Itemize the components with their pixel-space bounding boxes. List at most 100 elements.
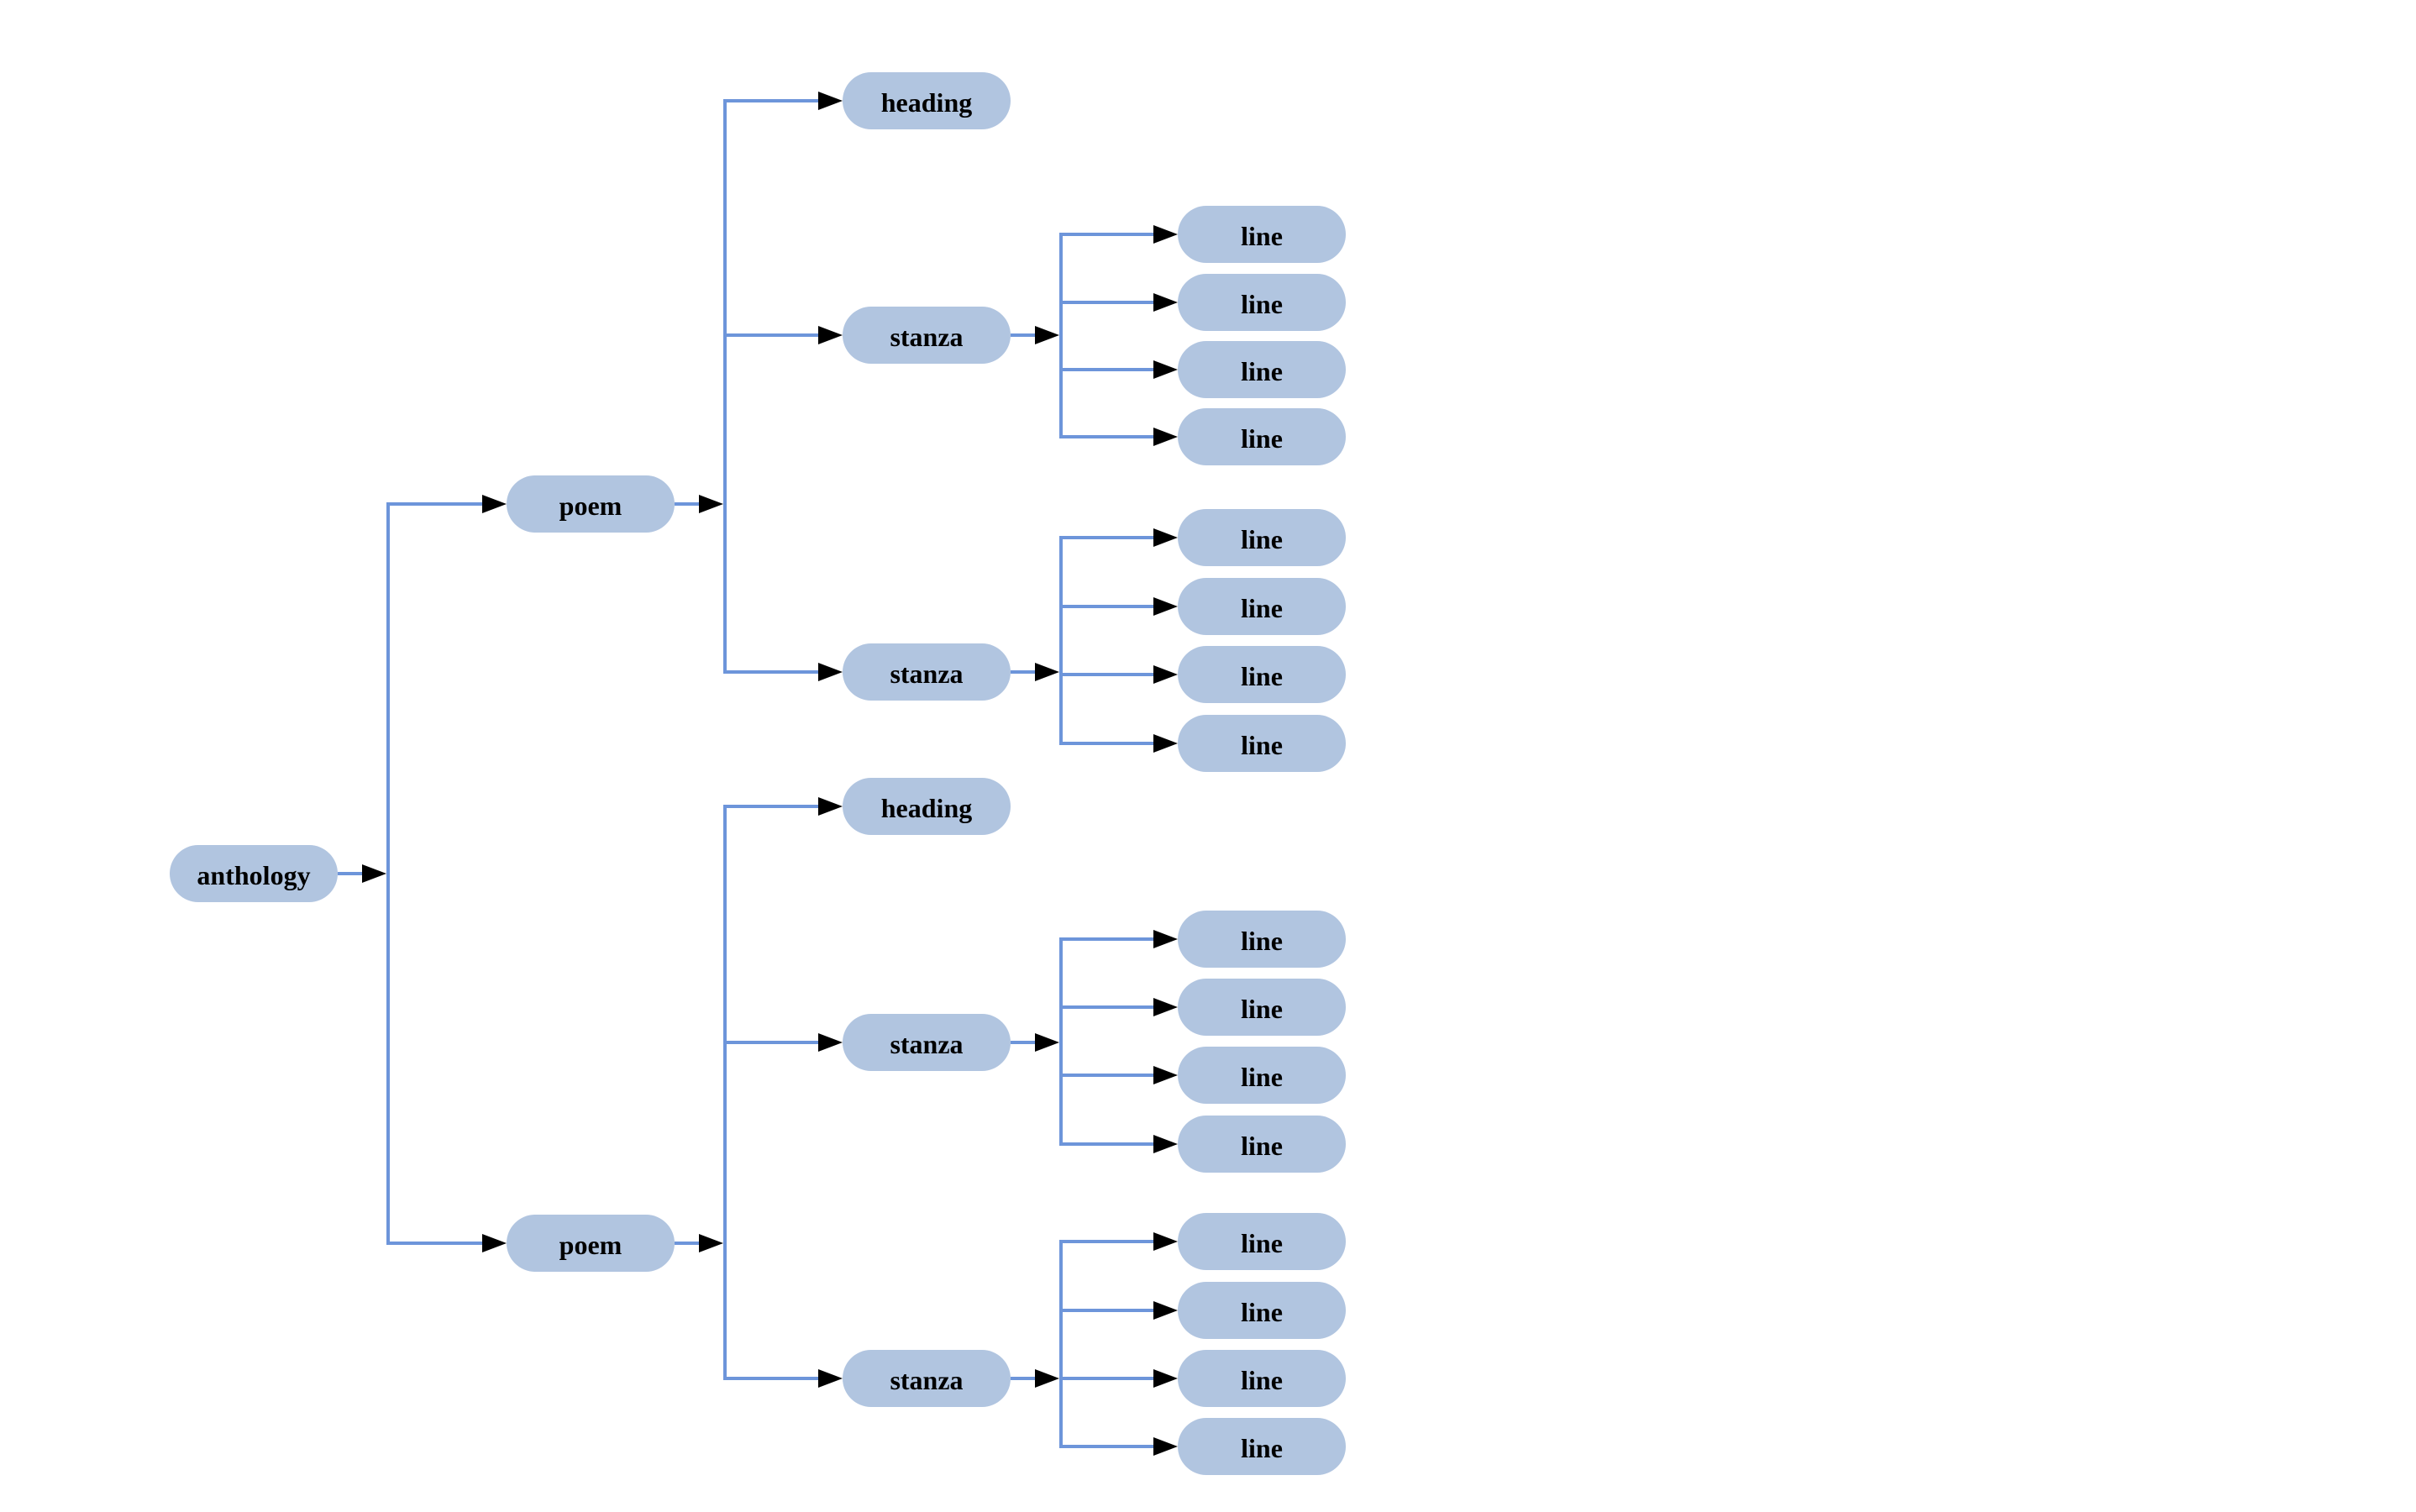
edge-group-stanza-2 xyxy=(1011,528,1178,753)
arrowhead xyxy=(1035,326,1059,344)
arrowhead xyxy=(1035,1033,1059,1052)
node-line-3-1: line xyxy=(1178,911,1346,968)
arrowhead xyxy=(1035,1369,1059,1388)
node-stanza-3: stanza xyxy=(843,1014,1011,1071)
node-shape xyxy=(507,1215,675,1272)
node-shape xyxy=(843,778,1011,835)
node-shape xyxy=(1178,1047,1346,1104)
node-stanza-1: stanza xyxy=(843,307,1011,364)
arrowhead xyxy=(1153,734,1178,753)
node-label: line xyxy=(1241,661,1283,691)
node-line-4-2: line xyxy=(1178,1282,1346,1339)
node-line-3-3: line xyxy=(1178,1047,1346,1104)
node-shape xyxy=(1178,509,1346,566)
node-shape xyxy=(843,72,1011,129)
arrowhead xyxy=(818,1033,843,1052)
node-shape xyxy=(507,475,675,533)
arrowhead xyxy=(1153,1066,1178,1084)
node-label: line xyxy=(1241,593,1283,623)
node-label: line xyxy=(1241,1131,1283,1161)
node-line-2-4: line xyxy=(1178,715,1346,772)
node-line-3-2: line xyxy=(1178,979,1346,1036)
arrowhead xyxy=(1153,428,1178,446)
node-label: line xyxy=(1241,994,1283,1024)
node-line-1-4: line xyxy=(1178,408,1346,465)
arrowhead xyxy=(818,797,843,816)
node-label: stanza xyxy=(890,322,963,352)
node-line-1-2: line xyxy=(1178,274,1346,331)
edge-group-poem-2 xyxy=(675,797,843,1388)
arrowhead xyxy=(1153,597,1178,616)
edge-group-stanza-4 xyxy=(1011,1232,1178,1456)
arrowhead xyxy=(482,1234,507,1252)
node-label: stanza xyxy=(890,1365,963,1395)
node-label: line xyxy=(1241,289,1283,319)
node-label: line xyxy=(1241,926,1283,956)
node-line-3-4: line xyxy=(1178,1116,1346,1173)
arrowhead xyxy=(1153,360,1178,379)
arrowhead xyxy=(1153,1437,1178,1456)
arrowhead xyxy=(699,1234,723,1252)
node-label: line xyxy=(1241,221,1283,251)
node-label: line xyxy=(1241,1365,1283,1395)
arrowhead xyxy=(818,326,843,344)
node-anthology: anthology xyxy=(170,845,338,902)
node-label: heading xyxy=(881,793,972,823)
arrowhead xyxy=(699,495,723,513)
node-label: line xyxy=(1241,356,1283,386)
node-label: line xyxy=(1241,423,1283,454)
node-shape xyxy=(843,307,1011,364)
edge-group-anthology xyxy=(338,495,507,1252)
arrowhead xyxy=(818,1369,843,1388)
node-line-2-1: line xyxy=(1178,509,1346,566)
node-shape xyxy=(1178,206,1346,263)
node-stanza-2: stanza xyxy=(843,643,1011,701)
arrowhead xyxy=(482,495,507,513)
edge-group-stanza-3 xyxy=(1011,930,1178,1153)
node-line-2-2: line xyxy=(1178,578,1346,635)
arrowhead xyxy=(1153,665,1178,684)
node-label: stanza xyxy=(890,1029,963,1059)
node-shape xyxy=(843,1014,1011,1071)
arrowhead xyxy=(1153,293,1178,312)
node-label: line xyxy=(1241,1433,1283,1463)
node-label: heading xyxy=(881,87,972,118)
node-shape xyxy=(1178,274,1346,331)
arrowhead xyxy=(1153,225,1178,244)
node-heading-2: heading xyxy=(843,778,1011,835)
node-shape xyxy=(1178,646,1346,703)
node-shape xyxy=(1178,911,1346,968)
arrowhead xyxy=(818,92,843,110)
node-line-4-4: line xyxy=(1178,1418,1346,1475)
node-shape xyxy=(1178,715,1346,772)
node-shape xyxy=(1178,1116,1346,1173)
node-label: poem xyxy=(559,1230,622,1260)
node-label: line xyxy=(1241,1228,1283,1258)
node-label: line xyxy=(1241,730,1283,760)
node-shape xyxy=(1178,408,1346,465)
node-poem-2: poem xyxy=(507,1215,675,1272)
node-shape xyxy=(1178,1213,1346,1270)
node-label: poem xyxy=(559,491,622,521)
node-shape xyxy=(1178,1350,1346,1407)
node-label: line xyxy=(1241,1062,1283,1092)
edge-group-poem-1 xyxy=(675,92,843,681)
node-shape xyxy=(1178,1282,1346,1339)
node-shape xyxy=(1178,578,1346,635)
node-label: stanza xyxy=(890,659,963,689)
node-label: anthology xyxy=(197,860,310,890)
arrowhead xyxy=(1153,528,1178,547)
node-shape xyxy=(1178,1418,1346,1475)
arrowhead xyxy=(1153,930,1178,948)
arrowhead xyxy=(362,864,386,883)
arrowhead xyxy=(818,663,843,681)
arrowhead xyxy=(1153,1301,1178,1320)
node-heading-1: heading xyxy=(843,72,1011,129)
node-line-2-3: line xyxy=(1178,646,1346,703)
edge-group-stanza-1 xyxy=(1011,225,1178,446)
node-poem-1: poem xyxy=(507,475,675,533)
node-line-4-3: line xyxy=(1178,1350,1346,1407)
node-shape xyxy=(170,845,338,902)
node-shape xyxy=(1178,341,1346,398)
